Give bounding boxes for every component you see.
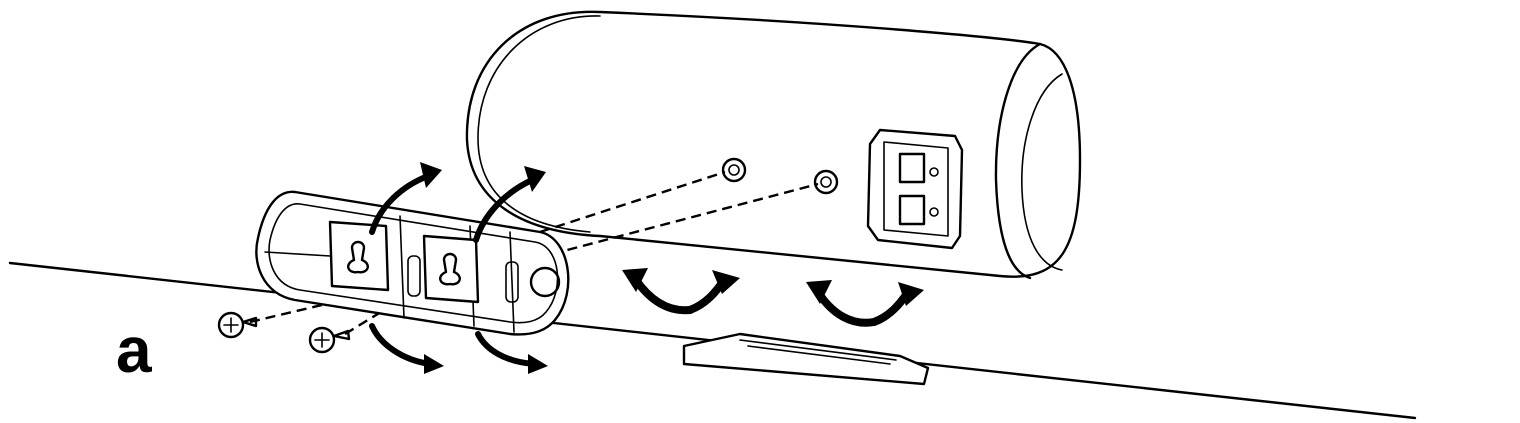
terminal-block-icon <box>866 128 964 250</box>
rotate-arrow-icon <box>369 323 444 374</box>
base-foot-illustration <box>682 332 930 386</box>
keyhole-slot-right <box>813 169 839 195</box>
rotate-arrow-icon <box>622 268 740 315</box>
wall-bracket-illustration <box>255 190 570 336</box>
keyhole-slot-left <box>721 157 747 183</box>
rotate-arrow-icon <box>475 331 548 374</box>
rotate-arrow-icon <box>369 162 442 235</box>
screw-line-left <box>249 294 361 324</box>
rotate-arrow-icon <box>473 166 546 243</box>
rotate-arrow-icon <box>806 280 924 327</box>
speaker-cabinet-illustration <box>465 10 1082 280</box>
step-label: a <box>116 314 152 386</box>
alignment-line-lower <box>551 182 819 256</box>
alignment-line-upper <box>539 170 726 234</box>
screw-icon <box>308 326 351 354</box>
screw-icon <box>217 311 258 339</box>
